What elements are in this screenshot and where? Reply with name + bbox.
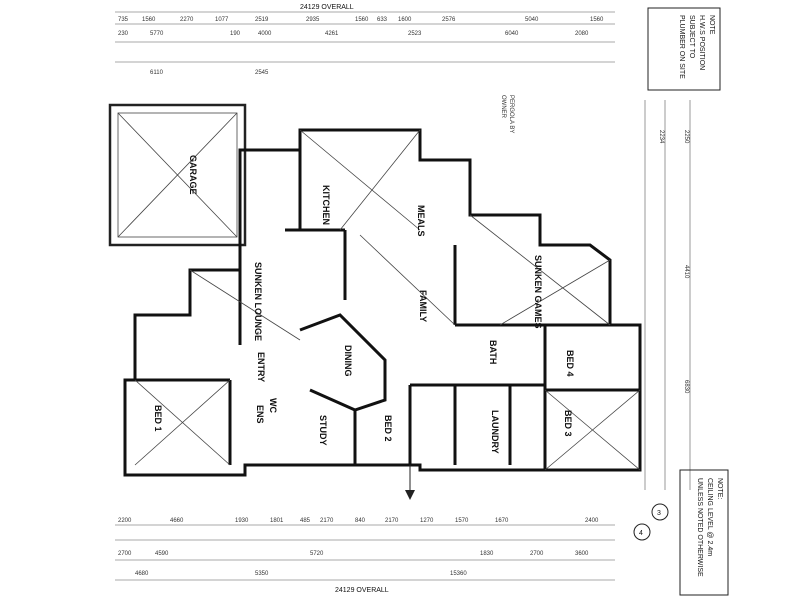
room-sunken-games: SUNKEN GAMES [533, 255, 543, 329]
room-entry: ENTRY [256, 352, 266, 382]
dim-bot2-1: 2700 [118, 551, 132, 557]
dim-bot2-5: 2700 [530, 551, 544, 557]
section-marker-3: 3 [651, 503, 669, 521]
note-hws: NOTE H.W.S POSITION SUBJECT TO PLUMBER O… [647, 7, 721, 91]
room-bed4: BED 4 [565, 350, 575, 377]
dim-top-8: 633 [377, 17, 388, 23]
svg-text:6830: 6830 [683, 380, 689, 394]
dim-bot-1: 2200 [118, 518, 132, 524]
room-sunken-lounge: SUNKEN LOUNGE [253, 262, 263, 341]
dim-bot-8: 2170 [385, 518, 399, 524]
dim-top2-2: 5770 [150, 31, 164, 37]
room-bed3: BED 3 [563, 410, 573, 437]
svg-text:SUBJECT TO: SUBJECT TO [688, 15, 695, 59]
dim-bot-12: 2400 [585, 518, 599, 524]
room-wc: WC [268, 398, 278, 413]
dim-top-10: 2576 [442, 17, 456, 23]
dim-bot2-6: 3600 [575, 551, 589, 557]
dim-top2-3: 190 [230, 31, 241, 37]
dim-top3-2: 2545 [255, 70, 269, 76]
dim-top3-1: 6110 [150, 70, 164, 76]
svg-text:PERGOLA BY: PERGOLA BY [508, 95, 514, 133]
note-ceiling: NOTE: CEILING LEVEL @ 2.4m UNLESS NOTED … [679, 469, 729, 596]
room-labels: KITCHEN MEALS SUNKEN LOUNGE FAMILY SUNKE… [153, 185, 575, 454]
dim-top-1: 735 [118, 17, 129, 23]
svg-text:2234: 2234 [658, 130, 664, 144]
dim-top-9: 1600 [398, 17, 412, 23]
dim-bot-9: 1270 [420, 518, 434, 524]
dim-top-5: 2519 [255, 17, 269, 23]
svg-text:3: 3 [657, 510, 661, 517]
dim-top-7: 1560 [355, 17, 369, 23]
dim-top2-5: 4261 [325, 31, 339, 37]
dim-bot2-2: 4590 [155, 551, 169, 557]
dim-bot-4: 1801 [270, 518, 284, 524]
dim-bot2-3: 5720 [310, 551, 324, 557]
dim-top-6: 2935 [306, 17, 320, 23]
dim-top2-4: 4000 [258, 31, 272, 37]
room-laundry: LAUNDRY [490, 410, 500, 454]
dim-bot2-4: 1830 [480, 551, 494, 557]
dim-bot-2: 4660 [170, 518, 184, 524]
room-bed1: BED 1 [153, 405, 163, 432]
dim-bot3-3: 15360 [450, 571, 467, 577]
top-dimensions: 24129 OVERALL 735 1560 2270 1077 2519 29… [115, 4, 615, 76]
svg-text:H.W.S POSITION: H.W.S POSITION [698, 15, 705, 70]
dim-bot-7: 840 [355, 518, 366, 524]
svg-text:4410: 4410 [683, 265, 689, 279]
dim-top2-8: 2080 [575, 31, 589, 37]
room-kitchen: KITCHEN [321, 185, 331, 225]
svg-text:2250: 2250 [683, 130, 689, 144]
room-ens: ENS [255, 405, 265, 424]
roof-lines [134, 129, 641, 471]
room-meals: MEALS [416, 205, 426, 237]
svg-text:CEILING LEVEL @ 2.4m: CEILING LEVEL @ 2.4m [706, 478, 713, 556]
dim-bot-3: 1930 [235, 518, 249, 524]
dim-top2-1: 230 [118, 31, 129, 37]
dim-bot-10: 1570 [455, 518, 469, 524]
svg-text:NOTE: NOTE [708, 15, 715, 35]
room-dining: DINING [343, 345, 353, 377]
svg-text:4: 4 [639, 530, 643, 537]
room-garage: GARAGE [188, 155, 198, 195]
room-bath: BATH [488, 340, 498, 364]
house-outline [123, 128, 642, 477]
right-dimensions: 2234 2250 4410 6830 [644, 100, 691, 490]
dim-top-12: 1560 [590, 17, 604, 23]
dim-top2-6: 2523 [408, 31, 422, 37]
dim-bot-6: 2170 [320, 518, 334, 524]
dim-top-4: 1077 [215, 17, 229, 23]
dim-bot-5: 485 [300, 518, 311, 524]
arrow-icon [405, 465, 415, 500]
room-study: STUDY [318, 415, 328, 446]
dim-top2-7: 6040 [505, 31, 519, 37]
room-bed2: BED 2 [383, 415, 393, 442]
overall-dimension-top: 24129 OVERALL [300, 4, 354, 11]
dim-top-2: 1560 [142, 17, 156, 23]
bottom-dimensions: 2200 4660 1930 1801 485 2170 840 2170 12… [115, 518, 615, 594]
svg-text:OWNER: OWNER [500, 95, 506, 119]
dim-top-11: 5040 [525, 17, 539, 23]
dim-bot-11: 1670 [495, 518, 509, 524]
room-family: FAMILY [418, 290, 428, 322]
dim-bot3-1: 4680 [135, 571, 149, 577]
garage: GARAGE [108, 103, 247, 247]
svg-text:UNLESS NOTED OTHERWISE: UNLESS NOTED OTHERWISE [696, 478, 703, 577]
svg-text:PLUMBER ON SITE: PLUMBER ON SITE [678, 15, 685, 79]
dim-bot3-2: 5350 [255, 571, 269, 577]
overall-dimension-bottom: 24129 OVERALL [335, 587, 389, 594]
dim-top-3: 2270 [180, 17, 194, 23]
section-marker-4: 4 [633, 523, 651, 541]
svg-text:NOTE:: NOTE: [716, 478, 723, 499]
note-pergola: PERGOLA BY OWNER [500, 95, 514, 133]
